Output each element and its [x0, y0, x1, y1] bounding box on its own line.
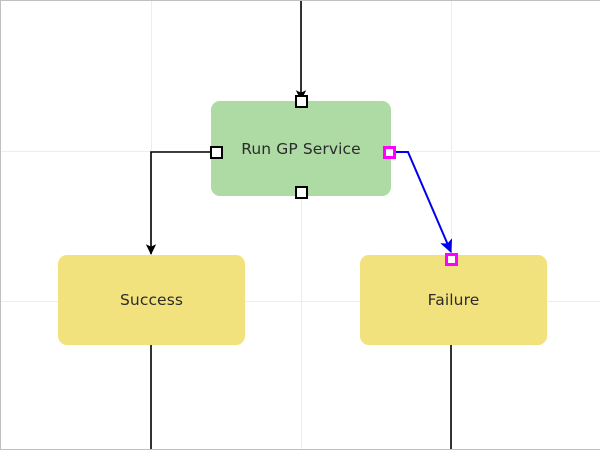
node-label-run-gp-service: Run GP Service [241, 139, 361, 158]
node-success[interactable]: Success [58, 255, 245, 345]
edge-to-success[interactable] [145, 151, 217, 255]
port-top-run-gp-service[interactable] [294, 94, 308, 108]
port-bottom-run-gp-service[interactable] [294, 185, 308, 199]
port-left-run-gp-service[interactable] [209, 145, 223, 159]
node-label-failure: Failure [427, 291, 480, 309]
node-run-gp-service[interactable]: Run GP Service [211, 101, 391, 196]
port-right-run-gp-service[interactable] [382, 145, 396, 159]
node-failure[interactable]: Failure [360, 255, 547, 345]
port-top-failure[interactable] [444, 252, 458, 266]
node-label-success: Success [119, 291, 184, 309]
edge-to-failure[interactable] [394, 151, 453, 254]
